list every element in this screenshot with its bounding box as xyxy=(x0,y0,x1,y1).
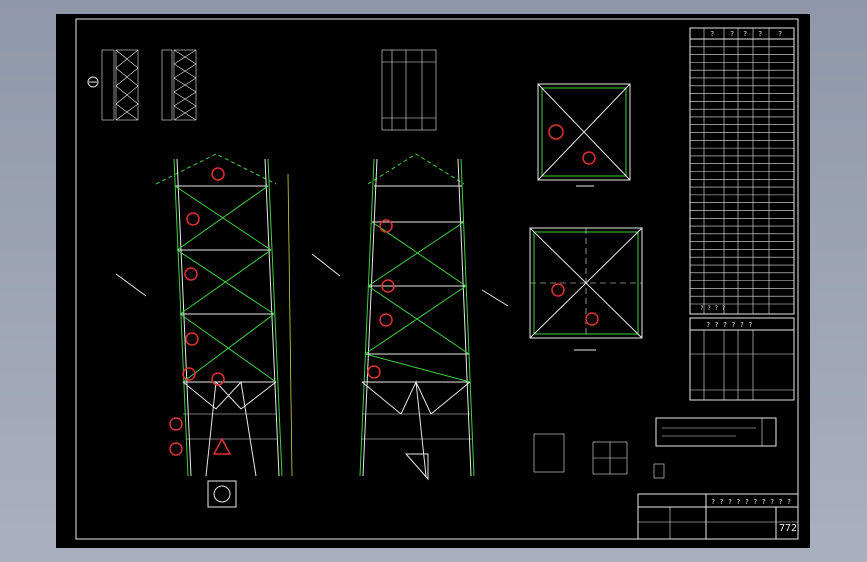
bom-header-1: ? xyxy=(710,30,714,38)
detail-table xyxy=(381,49,437,131)
title-block-header: ? ? ? ? ? ? ? ? ? ? xyxy=(711,498,791,506)
summary-table: ? ? ? ? ? ? xyxy=(689,317,795,401)
bom-header-5: ? xyxy=(778,30,782,38)
red-spiral-icon xyxy=(169,124,599,456)
title-block: ? ? ? ? ? ? ? ? ? ? 772 xyxy=(637,493,799,540)
drawing-sheet: ? ? ? ? ? ? ? ? ? ? ? ? ? ? ? xyxy=(56,14,810,548)
plan-view-top xyxy=(537,83,631,187)
tower-elevation-right xyxy=(359,153,475,477)
bom-table: ? ? ? ? ? ? ? ? ? xyxy=(689,27,795,315)
summary-header: ? ? ? ? ? ? xyxy=(706,321,752,329)
legend-elevation xyxy=(87,49,197,121)
notes-box xyxy=(655,417,777,447)
plan-view-bottom xyxy=(529,227,643,351)
bom-header-4: ? xyxy=(758,30,762,38)
detail-views xyxy=(115,253,665,508)
bom-header-3: ? xyxy=(743,30,747,38)
tower-elevation-left xyxy=(155,153,293,477)
drawing-number: 772 xyxy=(779,523,797,534)
drawing-border xyxy=(75,18,799,540)
tower-drawing: ? ? ? ? ? ? ? ? ? ? ? ? ? ? ? xyxy=(75,18,799,540)
circle-mark-icon xyxy=(213,485,231,503)
bom-total-label: ? ? ? ? xyxy=(700,305,726,312)
bom-header-2: ? xyxy=(730,30,734,38)
